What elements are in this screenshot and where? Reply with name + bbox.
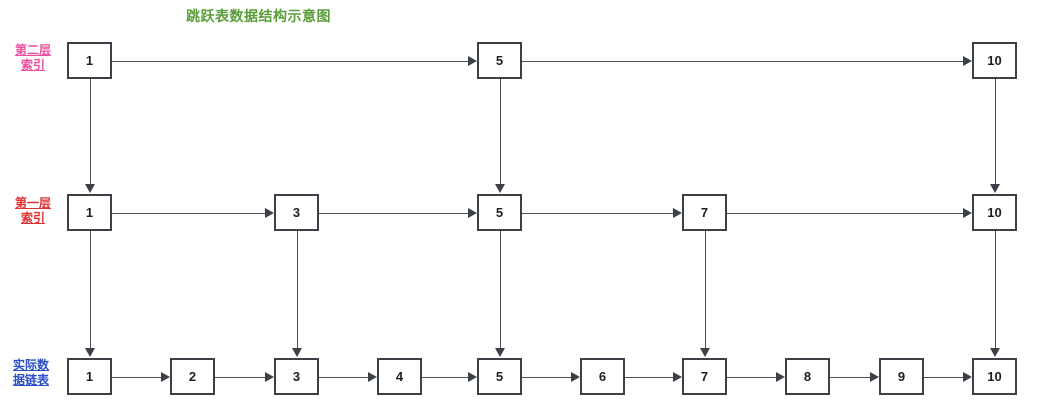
row-label-level-1-index: 第一层 索引 [4, 196, 62, 226]
arrowhead-data-linked-list-5-to-6 [571, 371, 580, 382]
row-label-level-1-index-line2: 索引 [20, 211, 45, 225]
link-data-linked-list-7-to-8 [727, 376, 777, 378]
arrowhead-data-linked-list-7-to-8 [776, 371, 785, 382]
vlink-arrowhead-level-1-index-to-data-linked-list-10 [989, 348, 1000, 357]
arrowhead-data-linked-list-9-to-10 [963, 371, 972, 382]
node-value: 3 [292, 369, 301, 384]
node-value: 7 [700, 369, 709, 384]
link-level-1-index-1-to-3 [112, 212, 266, 214]
arrowhead-data-linked-list-4-to-5 [468, 371, 477, 382]
node-level-2-index-1[interactable]: 1 [67, 42, 112, 79]
node-value: 1 [85, 205, 94, 220]
arrowhead-data-linked-list-8-to-9 [870, 371, 879, 382]
row-label-level-2-index: 第二层 索引 [4, 43, 62, 73]
row-label-data-linked-list-line1: 实际数 [12, 358, 49, 372]
node-value: 5 [495, 53, 504, 68]
arrowhead-data-linked-list-2-to-3 [265, 371, 274, 382]
arrowhead-level-2-index-1-to-5 [468, 55, 477, 66]
node-data-linked-list-9[interactable]: 9 [879, 358, 924, 395]
node-value: 1 [85, 53, 94, 68]
arrowhead-level-2-index-5-to-10 [963, 55, 972, 66]
arrowhead-level-1-index-5-to-7 [673, 207, 682, 218]
arrowhead-level-1-index-3-to-5 [468, 207, 477, 218]
node-value: 10 [987, 53, 1002, 68]
vlink-level-2-index-to-level-1-index-10 [994, 79, 996, 185]
node-level-1-index-7[interactable]: 7 [682, 194, 727, 231]
arrowhead-data-linked-list-6-to-7 [673, 371, 682, 382]
node-value: 6 [598, 369, 607, 384]
node-value: 3 [292, 205, 301, 220]
node-level-1-index-3[interactable]: 3 [274, 194, 319, 231]
row-label-data-linked-list: 实际数 据链表 [2, 358, 60, 388]
link-data-linked-list-2-to-3 [215, 376, 266, 378]
vlink-level-1-index-to-data-linked-list-3 [296, 231, 298, 349]
node-level-2-index-5[interactable]: 5 [477, 42, 522, 79]
vlink-level-1-index-to-data-linked-list-7 [704, 231, 706, 349]
arrowhead-data-linked-list-1-to-2 [161, 371, 170, 382]
vlink-level-2-index-to-level-1-index-1 [89, 79, 91, 185]
node-level-1-index-1[interactable]: 1 [67, 194, 112, 231]
node-data-linked-list-7[interactable]: 7 [682, 358, 727, 395]
node-value: 4 [395, 369, 404, 384]
arrowhead-data-linked-list-3-to-4 [368, 371, 377, 382]
arrowhead-level-1-index-7-to-10 [963, 207, 972, 218]
link-data-linked-list-1-to-2 [112, 376, 162, 378]
node-level-2-index-10[interactable]: 10 [972, 42, 1017, 79]
node-level-1-index-10[interactable]: 10 [972, 194, 1017, 231]
vlink-arrowhead-level-1-index-to-data-linked-list-5 [494, 348, 505, 357]
row-label-level-2-index-line1: 第二层 [14, 43, 51, 57]
node-value: 2 [188, 369, 197, 384]
vlink-level-1-index-to-data-linked-list-10 [994, 231, 996, 349]
link-data-linked-list-6-to-7 [625, 376, 674, 378]
node-value: 7 [700, 205, 709, 220]
node-level-1-index-5[interactable]: 5 [477, 194, 522, 231]
node-data-linked-list-6[interactable]: 6 [580, 358, 625, 395]
node-data-linked-list-3[interactable]: 3 [274, 358, 319, 395]
arrowhead-level-1-index-1-to-3 [265, 207, 274, 218]
link-data-linked-list-8-to-9 [830, 376, 871, 378]
node-data-linked-list-4[interactable]: 4 [377, 358, 422, 395]
link-level-1-index-5-to-7 [522, 212, 674, 214]
vlink-arrowhead-level-1-index-to-data-linked-list-3 [291, 348, 302, 357]
node-value: 5 [495, 369, 504, 384]
page-title: 跳跃表数据结构示意图 [186, 8, 331, 24]
vlink-arrowhead-level-2-index-to-level-1-index-10 [989, 184, 1000, 193]
vlink-arrowhead-level-1-index-to-data-linked-list-7 [699, 348, 710, 357]
link-level-1-index-3-to-5 [319, 212, 469, 214]
node-data-linked-list-2[interactable]: 2 [170, 358, 215, 395]
row-label-level-1-index-line1: 第一层 [14, 196, 51, 210]
vlink-arrowhead-level-2-index-to-level-1-index-1 [84, 184, 95, 193]
vlink-arrowhead-level-1-index-to-data-linked-list-1 [84, 348, 95, 357]
vlink-arrowhead-level-2-index-to-level-1-index-5 [494, 184, 505, 193]
row-label-data-linked-list-line2: 据链表 [12, 373, 49, 387]
link-data-linked-list-5-to-6 [522, 376, 572, 378]
link-data-linked-list-3-to-4 [319, 376, 369, 378]
link-level-1-index-7-to-10 [727, 212, 964, 214]
link-level-2-index-5-to-10 [522, 60, 964, 62]
link-data-linked-list-4-to-5 [422, 376, 469, 378]
node-data-linked-list-5[interactable]: 5 [477, 358, 522, 395]
node-data-linked-list-8[interactable]: 8 [785, 358, 830, 395]
node-data-linked-list-10[interactable]: 10 [972, 358, 1017, 395]
node-value: 10 [987, 369, 1002, 384]
node-value: 9 [897, 369, 906, 384]
node-value: 1 [85, 369, 94, 384]
node-value: 10 [987, 205, 1002, 220]
vlink-level-1-index-to-data-linked-list-5 [499, 231, 501, 349]
link-data-linked-list-9-to-10 [924, 376, 964, 378]
link-level-2-index-1-to-5 [112, 60, 469, 62]
vlink-level-1-index-to-data-linked-list-1 [89, 231, 91, 349]
node-value: 5 [495, 205, 504, 220]
node-value: 8 [803, 369, 812, 384]
node-data-linked-list-1[interactable]: 1 [67, 358, 112, 395]
row-label-level-2-index-line2: 索引 [20, 58, 45, 72]
vlink-level-2-index-to-level-1-index-5 [499, 79, 501, 185]
